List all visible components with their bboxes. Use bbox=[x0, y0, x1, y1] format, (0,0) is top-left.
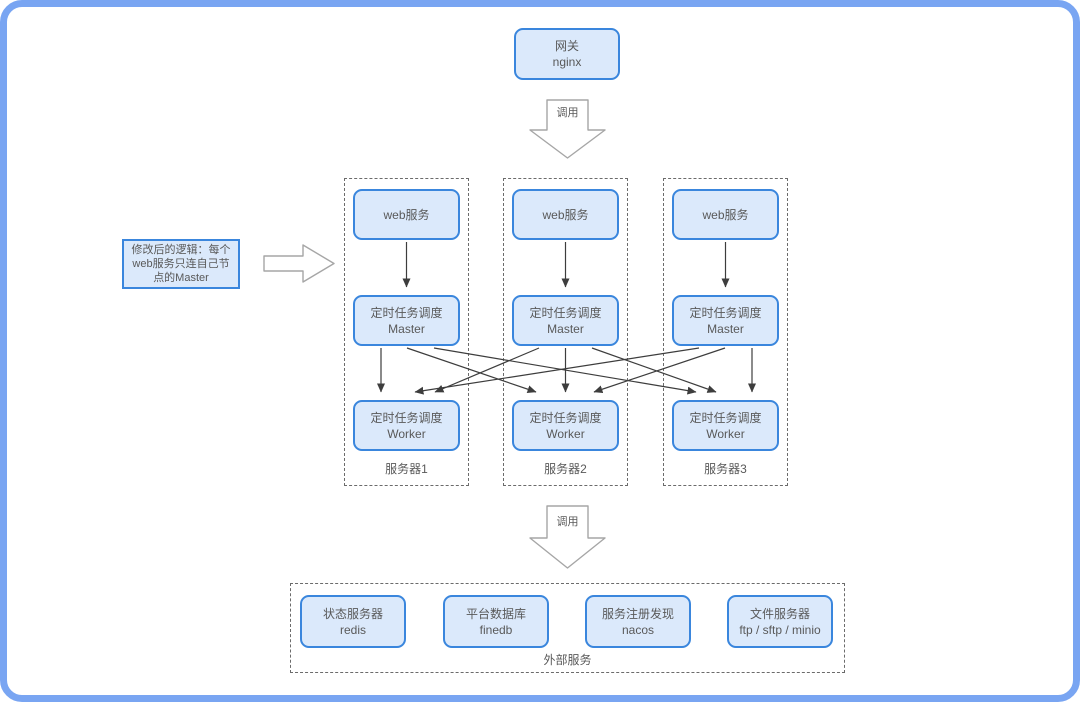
external-service-finedb: 平台数据库 finedb bbox=[443, 595, 549, 648]
server-group-1 bbox=[344, 178, 469, 486]
web-service-label-2: web服务 bbox=[542, 207, 589, 222]
annotation-note: 修改后的逻辑：每个web服务只连自己节点的Master bbox=[122, 239, 240, 289]
master-title-1: 定时任务调度 bbox=[370, 305, 443, 320]
call-label-top: 调用 bbox=[556, 107, 579, 119]
external-service-fileserver: 文件服务器 ftp / sftp / minio bbox=[727, 595, 833, 648]
server-group-3 bbox=[663, 178, 788, 486]
worker-role-2: Worker bbox=[546, 426, 585, 441]
nacos-subtitle: nacos bbox=[621, 622, 655, 637]
worker-role-3: Worker bbox=[706, 426, 745, 441]
call-label-bottom: 调用 bbox=[556, 516, 579, 528]
web-service-node-2: web服务 bbox=[512, 189, 619, 240]
web-service-label-3: web服务 bbox=[702, 207, 749, 222]
master-role-1: Master bbox=[388, 321, 425, 336]
gateway-subtitle: nginx bbox=[552, 55, 582, 69]
master-title-2: 定时任务调度 bbox=[529, 305, 602, 320]
redis-title: 状态服务器 bbox=[322, 606, 383, 621]
external-services-group bbox=[290, 583, 845, 673]
external-service-redis: 状态服务器 redis bbox=[300, 595, 406, 648]
redis-subtitle: redis bbox=[339, 622, 366, 637]
call-down-block-arrow-bottom bbox=[529, 505, 606, 569]
external-services-label: 外部服务 bbox=[543, 653, 592, 667]
web-to-master-arrows bbox=[402, 242, 730, 288]
nacos-title: 服务注册发现 bbox=[601, 606, 674, 621]
gateway-title: 网关 bbox=[554, 39, 579, 53]
finedb-subtitle: finedb bbox=[479, 622, 513, 637]
master-to-worker-arrows bbox=[377, 347, 756, 395]
server-group-3-label: 服务器3 bbox=[704, 462, 747, 476]
finedb-title: 平台数据库 bbox=[465, 606, 526, 621]
master-node-3: 定时任务调度 Master bbox=[672, 295, 779, 346]
worker-role-1: Worker bbox=[387, 426, 426, 441]
external-service-nacos: 服务注册发现 nacos bbox=[585, 595, 691, 648]
fileserver-subtitle: ftp / sftp / minio bbox=[739, 622, 821, 637]
web-service-node-3: web服务 bbox=[672, 189, 779, 240]
worker-title-2: 定时任务调度 bbox=[529, 410, 602, 425]
master-role-2: Master bbox=[547, 321, 584, 336]
server-group-2-label: 服务器2 bbox=[544, 462, 587, 476]
master-node-2: 定时任务调度 Master bbox=[512, 295, 619, 346]
call-down-block-arrow-top bbox=[529, 99, 606, 159]
fileserver-title: 文件服务器 bbox=[749, 606, 810, 621]
worker-title-3: 定时任务调度 bbox=[689, 410, 762, 425]
master-node-1: 定时任务调度 Master bbox=[353, 295, 460, 346]
master-role-3: Master bbox=[707, 321, 744, 336]
gateway-node: 网关 nginx bbox=[514, 28, 620, 80]
web-service-node-1: web服务 bbox=[353, 189, 460, 240]
worker-title-1: 定时任务调度 bbox=[370, 410, 443, 425]
worker-node-2: 定时任务调度 Worker bbox=[512, 400, 619, 451]
master-title-3: 定时任务调度 bbox=[689, 305, 762, 320]
server-group-2 bbox=[503, 178, 628, 486]
annotation-right-block-arrow bbox=[263, 244, 335, 283]
worker-node-3: 定时任务调度 Worker bbox=[672, 400, 779, 451]
server-group-1-label: 服务器1 bbox=[385, 462, 428, 476]
worker-node-1: 定时任务调度 Worker bbox=[353, 400, 460, 451]
web-service-label-1: web服务 bbox=[383, 207, 430, 222]
